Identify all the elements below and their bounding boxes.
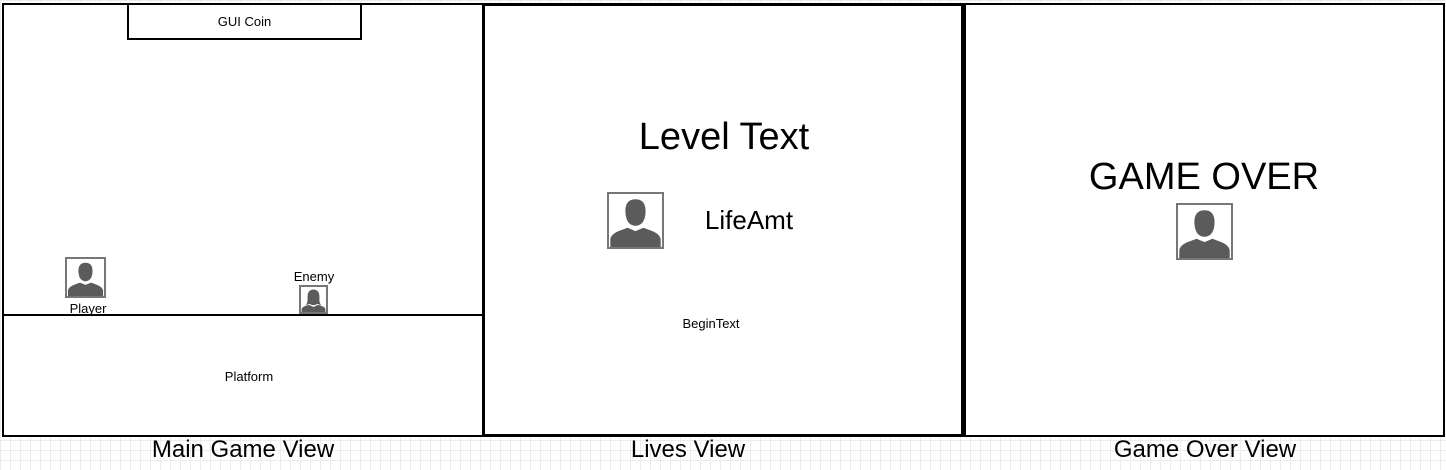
main-game-view-frame (2, 3, 484, 437)
life-amt-text: LifeAmt (704, 205, 794, 235)
male-user-icon (67, 262, 104, 296)
enemy-label: Enemy (293, 269, 335, 284)
begin-text: BeginText (682, 316, 740, 331)
lives-view-frame (482, 3, 964, 437)
male-user-icon (1179, 210, 1230, 258)
game-over-view-title: Game Over View (1113, 436, 1297, 463)
lives-view-title: Lives View (630, 436, 746, 463)
life-male-user-icon (607, 192, 664, 249)
main-game-view-title: Main Game View (151, 436, 335, 463)
platform-label: Platform (224, 369, 274, 384)
level-text: Level Text (638, 116, 810, 158)
gui-coin-box: GUI Coin (127, 3, 362, 40)
player-male-user-icon (65, 257, 106, 298)
enemy-female-user-icon (299, 285, 328, 314)
game-over-text: GAME OVER (1088, 156, 1320, 198)
platform-line (3, 314, 482, 316)
male-user-icon (610, 199, 661, 247)
player-label: Player (69, 301, 107, 316)
game-over-male-user-icon (1176, 203, 1233, 260)
gui-coin-label: GUI Coin (217, 14, 272, 29)
female-user-icon (301, 289, 326, 312)
